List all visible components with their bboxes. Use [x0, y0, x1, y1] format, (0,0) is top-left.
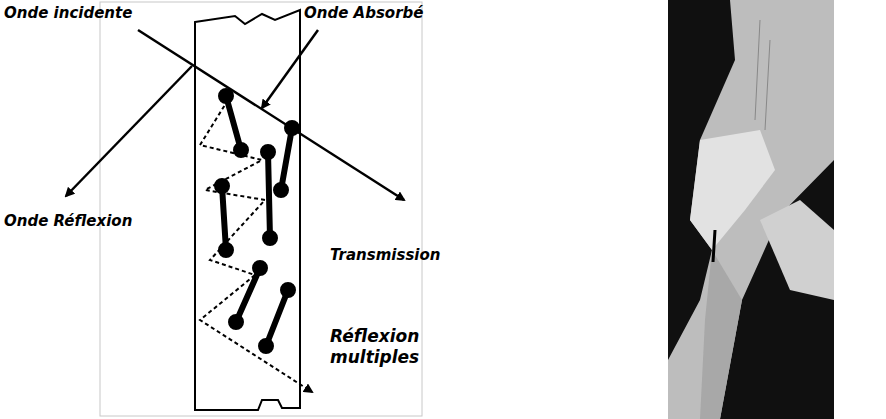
wave-label: Onde Réflexion: [4, 212, 132, 231]
reflection-arrow: [66, 66, 192, 196]
wave-label: Onde Absorbé: [304, 4, 423, 23]
absorbed-arrow: [262, 30, 318, 108]
fracture-photo: [668, 0, 834, 419]
wave-label: Transmission: [330, 246, 440, 265]
wave-label: Réflexion multiples: [330, 326, 420, 369]
incident-wave-arrow: [138, 30, 404, 200]
fiber-group: [217, 91, 297, 351]
multiple-reflection-path: [200, 100, 312, 392]
figure-frame: [100, 2, 422, 416]
wave-label: Onde incidente: [4, 4, 132, 23]
